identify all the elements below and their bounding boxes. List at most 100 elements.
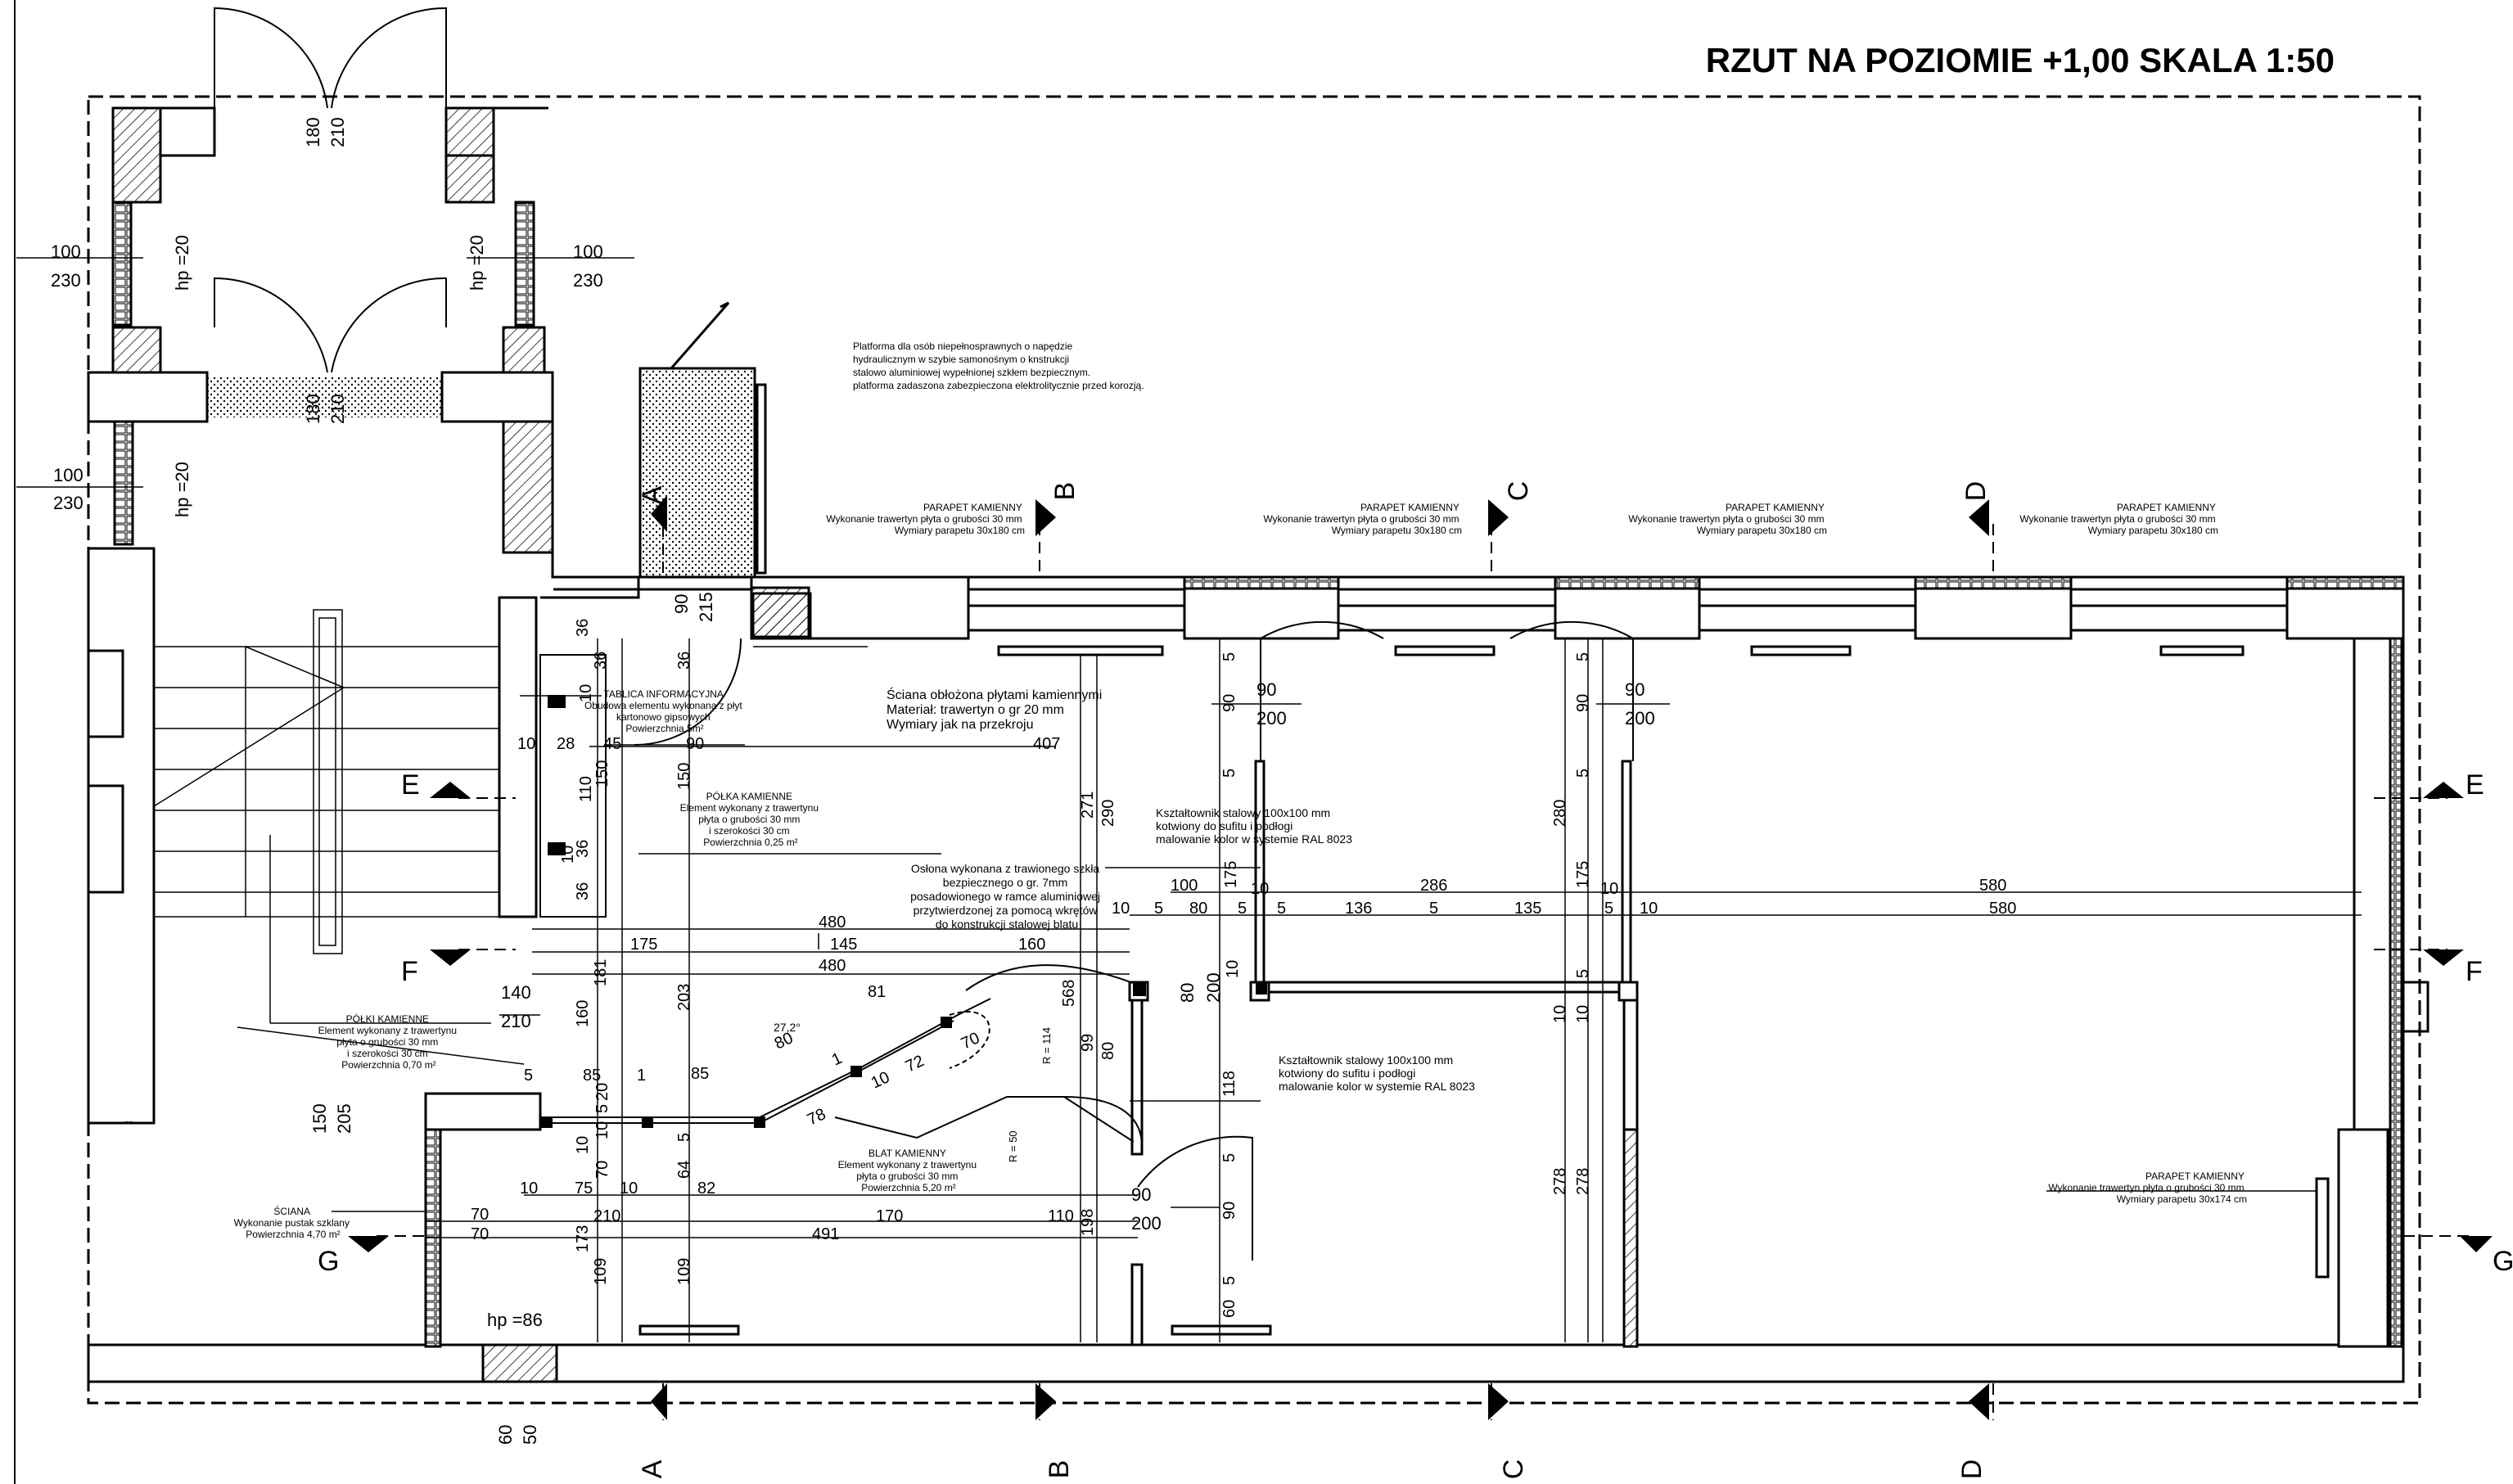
dim: 230: [53, 493, 83, 513]
dim: 5: [593, 1104, 611, 1113]
window-1: [967, 604, 1186, 632]
counter-arc: [965, 964, 1143, 991]
dim: 10: [1551, 1005, 1569, 1023]
dim: 1: [637, 1067, 646, 1085]
dim: 480: [819, 957, 846, 975]
section-label-g-right: G: [2493, 1246, 2513, 1277]
note-parapet-4: PARAPET KAMIENNY Wykonanie trawertyn pły…: [2019, 502, 2218, 536]
dim: 80: [1189, 900, 1207, 918]
partition-3-hatch: [1622, 1128, 1639, 1348]
dim: 215: [696, 592, 716, 622]
dim: 20: [593, 1083, 611, 1101]
dim: 27,2°: [774, 1021, 801, 1034]
vestibule-mat: [207, 377, 442, 417]
dim: 10: [1251, 880, 1269, 898]
section-mark-d-top: [1969, 499, 1989, 536]
vestibule-pier-left-low: [111, 326, 162, 374]
note-polki: PÓŁKI KAMIENNE Element wykonany z trawer…: [318, 1013, 460, 1071]
shaft-wall-outline: [503, 420, 640, 599]
floor-plate-2: [1171, 1324, 1272, 1336]
dim: 198: [1079, 1209, 1097, 1236]
section-label-b-bot: B: [1044, 1460, 1075, 1479]
stair-wall-left: [88, 547, 156, 1125]
dim: 145: [830, 936, 857, 954]
dim: 200: [1203, 972, 1224, 1003]
dim: 160: [1018, 936, 1045, 954]
dim: 10: [1574, 1005, 1592, 1023]
section-mark-a-top: [651, 495, 667, 532]
door-entry-top-left: [214, 7, 328, 109]
stair-notches: [87, 649, 124, 894]
dim: 75: [575, 1180, 593, 1198]
dim: 5: [1220, 652, 1238, 661]
counter-curve: [1063, 1096, 1143, 1147]
dim: 110: [1048, 1207, 1074, 1225]
platform-rail: [756, 383, 767, 575]
walls: [87, 106, 2430, 1383]
dim: 150: [593, 760, 611, 787]
note-polka: PÓŁKA KAMIENNE Element wykonany z trawer…: [680, 790, 822, 848]
sill-4: [2159, 645, 2245, 656]
dim: 90: [1625, 679, 1645, 700]
dim: 80: [1177, 983, 1198, 1003]
note-ksztaltownik-2: Kształtownik stalowy 100x100 mm kotwiony…: [1279, 1053, 1475, 1093]
vestibule-side-right: [514, 201, 535, 327]
dim: 5: [1574, 769, 1592, 778]
section-label-d-bot: D: [1956, 1459, 1987, 1480]
section-mark-b-bot: [1035, 1383, 1056, 1420]
dim: 203: [675, 984, 693, 1011]
counter-shape: [834, 1096, 1135, 1143]
sill-2: [1394, 645, 1496, 656]
note-parapet-3: PARAPET KAMIENNY Wykonanie trawertyn pły…: [1628, 502, 1827, 536]
dim: 10: [1640, 900, 1658, 918]
dim: 10: [559, 846, 577, 864]
dim: 290: [1099, 800, 1117, 827]
counter-leg-4: [850, 1066, 862, 1077]
right-notch: [2402, 981, 2430, 1033]
note-sciana: ŚCIANA Wykonanie pustak szklany Powierzc…: [234, 1205, 353, 1240]
dim: 286: [1420, 877, 1447, 895]
dim: 36: [592, 652, 610, 670]
dim: 491: [812, 1225, 839, 1243]
section-label-g-left: G: [318, 1246, 339, 1277]
vestibule-side-left: [111, 201, 133, 327]
note-ksztaltownik-1: Kształtownik stalowy 100x100 mm kotwiony…: [1156, 806, 1352, 846]
dim: 90: [686, 735, 704, 753]
dim: 175: [1222, 861, 1240, 888]
note-parapet-2: PARAPET KAMIENNY Wykonanie trawertyn pły…: [1263, 502, 1462, 536]
shelf-1: [548, 695, 566, 708]
vestibule-side-left-low: [113, 420, 134, 546]
dim: 78: [805, 1105, 828, 1129]
dim: 5: [1220, 1276, 1238, 1285]
dim: 278: [1574, 1168, 1592, 1195]
wall-seg-hatch-a: [751, 592, 812, 640]
pier-3-brick: [1554, 575, 1701, 590]
dim: 118: [1220, 1071, 1238, 1097]
dim: 5: [1429, 900, 1438, 918]
dim: 180: [303, 117, 323, 147]
dim: hp =86: [487, 1310, 543, 1330]
pier-5-brick: [2285, 575, 2405, 590]
dim: 10: [868, 1068, 892, 1092]
dim: 180: [303, 394, 323, 424]
stone-counter: [539, 654, 1267, 1147]
dim: 80: [1099, 1042, 1117, 1060]
dim: 5: [524, 1067, 533, 1085]
sill-3: [1750, 645, 1852, 656]
dim: 5: [675, 1133, 693, 1142]
door-room-1: [1260, 620, 1384, 761]
dim: 64: [675, 1161, 693, 1179]
dim: 210: [593, 1207, 620, 1225]
stair-wall-outline: [87, 548, 133, 1125]
dim: 5: [1574, 652, 1592, 661]
door-room-2: [1509, 620, 1634, 761]
note-tablica: TABLICA INFORMACYJNA Obudowa elementu wy…: [584, 688, 745, 734]
section-mark-e-left: [430, 782, 471, 798]
dim: R = 114: [1040, 1027, 1053, 1064]
section-label-f-right: F: [2466, 956, 2483, 987]
section-mark-d-bot: [1969, 1383, 1989, 1420]
window-4: [2069, 604, 2289, 632]
dim: 480: [819, 913, 846, 931]
dim: 82: [697, 1180, 715, 1198]
